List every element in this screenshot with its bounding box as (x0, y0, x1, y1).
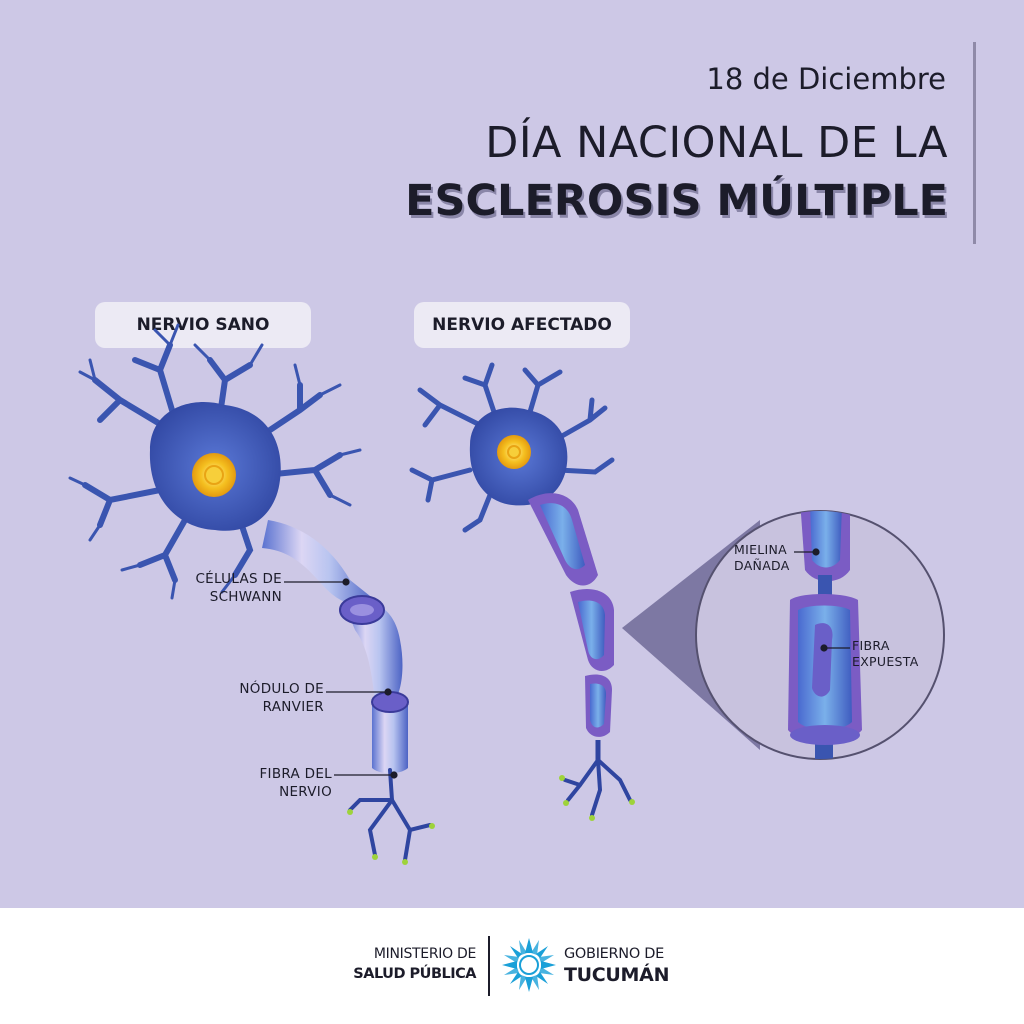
magnified-view (695, 510, 945, 760)
footer-divider (488, 936, 490, 996)
page-title-line1: DÍA NACIONAL DE LA (485, 118, 948, 168)
tucuman-sun-logo-icon (502, 938, 556, 992)
title-divider (973, 42, 976, 244)
page-title-line2: ESCLEROSIS MÚLTIPLE (405, 176, 948, 226)
healthy-nerve-label: NERVIO SANO (95, 302, 311, 348)
healthy-neuron (68, 323, 435, 865)
affected-neuron (409, 362, 635, 821)
affected-nerve-label: NERVIO AFECTADO (414, 302, 630, 348)
event-date: 18 de Diciembre (706, 62, 946, 96)
government-line2: TUCUMÁN (564, 964, 670, 986)
ministry-line1: MINISTERIO DE (373, 946, 476, 962)
government-line1: GOBIERNO DE (564, 946, 665, 962)
ministry-line2: SALUD PÚBLICA (353, 966, 476, 982)
nerve-diagram (68, 323, 945, 865)
